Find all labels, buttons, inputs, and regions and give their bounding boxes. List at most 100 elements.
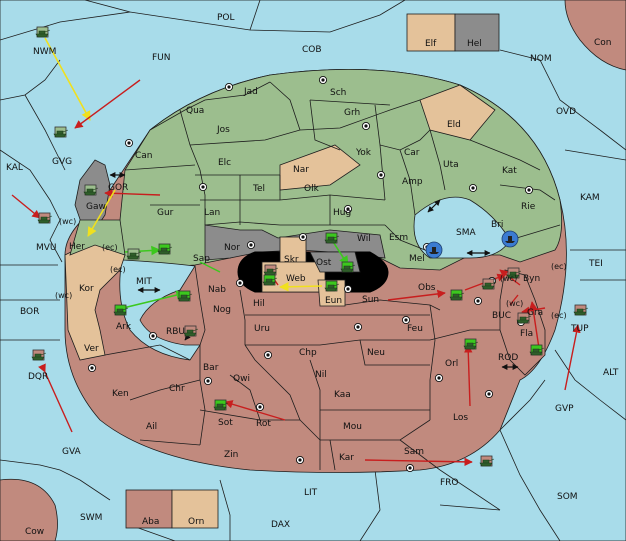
- army-icon[interactable]: [157, 243, 173, 255]
- land-label-car: Car: [404, 148, 420, 158]
- army-icon[interactable]: [213, 399, 229, 411]
- territory-con[interactable]: [564, 0, 626, 71]
- supply-center-dot: [298, 458, 302, 462]
- sea-label-nwm: NWM: [33, 47, 56, 57]
- land-label-eld: Eld: [447, 120, 461, 130]
- land-label-nil: Nil: [315, 370, 327, 380]
- army-icon[interactable]: [516, 312, 532, 324]
- territory-hel[interactable]: [454, 13, 500, 52]
- territory-skr[interactable]: [279, 236, 307, 266]
- land-label-kor: Kor: [79, 284, 94, 294]
- land-label-bri: Bri: [491, 220, 503, 230]
- fleet-icon: [425, 230, 519, 259]
- supply-center-dot: [356, 325, 360, 329]
- land-label-eun: Eun: [325, 296, 342, 306]
- army-icon[interactable]: [573, 304, 589, 316]
- land-label-rot: Rot: [256, 419, 271, 429]
- sea-label-alt: ALT: [603, 368, 619, 378]
- land-label-aba: Aba: [142, 517, 159, 527]
- army-icon[interactable]: [506, 267, 522, 279]
- coast-label-gaw-wc: (wc): [59, 217, 76, 226]
- land-label-gaw: Gaw: [86, 202, 106, 212]
- army-icon[interactable]: [37, 212, 53, 224]
- army-icon[interactable]: [449, 289, 465, 301]
- fleet-icon[interactable]: [501, 230, 519, 248]
- land-label-rie: Rie: [521, 202, 536, 212]
- sea-label-cow: Cow: [25, 527, 44, 537]
- army-icon[interactable]: [463, 338, 479, 350]
- land-label-mel: Mel: [409, 254, 425, 264]
- land-label-kar: Kar: [339, 453, 354, 463]
- land-label-neu: Neu: [367, 348, 385, 358]
- sea-label-mvu: MVU: [36, 243, 57, 253]
- supply-center-dot: [321, 78, 325, 82]
- territory-aba[interactable]: [125, 489, 173, 529]
- sea-label-rbu: RBU: [166, 327, 185, 337]
- army-icon[interactable]: [183, 325, 199, 337]
- supply-center-dot: [201, 185, 205, 189]
- army-icon[interactable]: [53, 126, 69, 138]
- coast-label-her-ec: (ec): [102, 243, 118, 252]
- territory-cow[interactable]: [0, 478, 58, 541]
- territory-eld[interactable]: [419, 84, 496, 141]
- land-label-lan: Lan: [204, 208, 220, 218]
- supply-center-dot: [258, 405, 262, 409]
- land-label-ark: Ark: [116, 322, 132, 332]
- land-label-nar: Nar: [293, 165, 309, 175]
- land-label-amp: Amp: [402, 177, 423, 187]
- army-icon[interactable]: [177, 290, 193, 302]
- supply-center-dot: [437, 376, 441, 380]
- convoy-arrow-icon: [109, 172, 519, 370]
- sea-label-dax: DAX: [271, 520, 290, 530]
- land-label-qwi: Qwi: [233, 374, 250, 384]
- land-label-her: Her: [69, 242, 85, 252]
- sea-label-gor: GOR: [108, 183, 128, 193]
- supply-center-dot: [238, 281, 242, 285]
- sea-label-sma: SMA: [456, 228, 476, 238]
- land-label-skr: Skr: [284, 255, 299, 265]
- army-icon[interactable]: [324, 232, 340, 244]
- territory-elf[interactable]: [406, 13, 456, 52]
- land-label-los: Los: [453, 413, 468, 423]
- sea-label-swm: SWM: [80, 513, 102, 523]
- supply-center-dot: [364, 124, 368, 128]
- army-icon[interactable]: [262, 274, 278, 286]
- land-label-sot: Sot: [218, 418, 233, 428]
- land-label-orl: Orl: [445, 359, 458, 369]
- army-icon[interactable]: [126, 248, 142, 260]
- sea-labels: POL FUN COB NOM Con OVD KAM TEI ALT KAL …: [6, 13, 619, 537]
- army-icon[interactable]: [529, 344, 545, 356]
- army-icon[interactable]: [479, 455, 495, 467]
- army-icon[interactable]: [35, 26, 51, 38]
- supply-center-dot: [227, 85, 231, 89]
- territory-eun[interactable]: [317, 279, 346, 307]
- sea-label-dqr: DQR: [28, 372, 48, 382]
- land-label-wil: Wil: [357, 234, 371, 244]
- land-label-chr: Chr: [169, 384, 185, 394]
- coast-labels: (wc) (ec) (ec) (wc) (ec) (wc) (ec) (wc): [55, 217, 567, 320]
- territory-her[interactable]: [69, 219, 126, 256]
- land-label-ost: Ost: [316, 258, 332, 268]
- sea-label-pol: POL: [217, 13, 235, 23]
- land-label-gur: Gur: [157, 208, 174, 218]
- land-label-feu: Feu: [407, 324, 423, 334]
- army-icon[interactable]: [340, 261, 356, 273]
- sea-mit-rbu-region[interactable]: [119, 259, 201, 361]
- army-icon: [31, 26, 589, 467]
- land-label-obs: Obs: [418, 283, 436, 293]
- army-icon[interactable]: [83, 184, 99, 196]
- army-icon[interactable]: [113, 304, 129, 316]
- territory-orn[interactable]: [171, 489, 219, 529]
- supply-center-dot: [471, 186, 475, 190]
- supply-center-dot: [346, 207, 350, 211]
- land-label-elf: Elf: [425, 39, 437, 49]
- army-icon[interactable]: [31, 349, 47, 361]
- sea-label-rod: ROD: [498, 353, 518, 363]
- army-icon[interactable]: [324, 280, 340, 292]
- army-icon[interactable]: [481, 278, 497, 290]
- fleet-icon[interactable]: [425, 241, 443, 259]
- army-icon[interactable]: [263, 264, 279, 276]
